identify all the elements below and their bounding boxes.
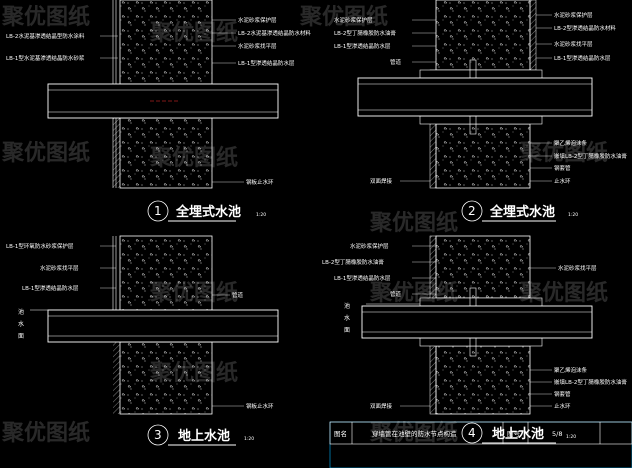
p1-label-bottom-right: 钢板止水环 [246, 178, 274, 186]
p4-number: 4 [468, 426, 476, 440]
p1-label-right-3: LB-1型渗透结晶防水层 [238, 59, 295, 67]
text-layer: LB-2水泥基渗透结晶型防水涂料 LB-1型水泥基渗透结晶防水砂浆 水泥砂浆保护… [1, 4, 627, 446]
watermark: 聚优图纸 [149, 280, 238, 306]
p2-label-left-2: LB-1型渗透结晶防水层 [334, 42, 391, 50]
watermark: 聚优图纸 [149, 20, 238, 46]
p4-label-lower-right-0: 聚乙烯泡沫条 [554, 366, 588, 374]
p1-label-right-1: LB-2水泥基渗透结晶防水材料 [238, 29, 311, 37]
p1-scale: 1:20 [256, 212, 266, 218]
p4-label-lower-right-2: 钢套管 [554, 390, 571, 398]
p2-label-lower-right-1: 嵌填LB-2型丁腈橡胶防水油膏 [554, 152, 627, 160]
p1-label-right-2: 水泥砂浆找平层 [238, 42, 277, 50]
panel-3 [30, 235, 279, 446]
title-block-name-value: 穿墙管在池壁的防水节点构造 [372, 429, 457, 438]
p2-label-right-0: 水泥砂浆保护层 [554, 11, 593, 19]
p2-label-lower-left: 双面焊接 [370, 177, 393, 185]
p4-label-left-3: 管道 [390, 290, 402, 298]
p4-label-left-2: LB-1型渗透结晶防水层 [334, 274, 391, 282]
p2-scale: 1:20 [568, 212, 578, 218]
p3-label-left-0: LB-1型环氧防水砂浆保护层 [6, 242, 74, 250]
p4-label-lower-right-3: 止水环 [554, 402, 571, 410]
p3-number: 3 [154, 428, 162, 442]
p2-label-right-3: LB-1型渗透结晶防水层 [554, 54, 611, 62]
title-block [329, 421, 632, 468]
p1-title: 全埋式水池 [175, 204, 241, 220]
title-block-sheet-value: 5/8 [552, 430, 562, 438]
panel-2 [357, 0, 593, 222]
p3-side-label-1: 水 [18, 320, 24, 328]
p2-number: 2 [468, 204, 476, 218]
p4-label-lower-left: 双面焊接 [370, 402, 393, 410]
title-block-sheet-label: 图号 [507, 430, 521, 438]
title-block-name-label: 图名 [334, 429, 347, 438]
watermark: 聚优图纸 [149, 145, 238, 171]
watermark: 聚优图纸 [149, 360, 238, 386]
p3-label-left-2: LB-1型渗透结晶防水层 [22, 284, 79, 292]
p4-scale: 1:20 [566, 434, 576, 440]
p3-scale: 1:20 [244, 436, 254, 442]
p4-label-lower-right-1: 嵌填LB-2型丁腈橡胶防水油膏 [554, 378, 627, 386]
p2-title: 全埋式水池 [489, 204, 555, 220]
p3-title: 地上水池 [178, 428, 230, 444]
p2-label-lower-right-0: 聚乙烯泡沫条 [554, 139, 588, 147]
panel-1 [47, 0, 279, 222]
p4-title: 地上水池 [492, 426, 544, 442]
watermark: 聚优图纸 [1, 4, 90, 30]
p3-label-left-1: 水泥砂浆找平层 [40, 264, 79, 272]
p1-label-right-0: 水泥砂浆保护层 [238, 16, 277, 24]
p3-side-label-0: 池 [18, 308, 24, 316]
p2-label-right-1: LB-2型渗透结晶防水材料 [554, 24, 616, 32]
p4-label-left-0: 水泥砂浆保护层 [350, 242, 389, 250]
p2-label-left-0: 水泥砂浆保护层 [334, 16, 373, 24]
p4-side-label-0: 池 [344, 302, 350, 310]
p3-label-right: 管道 [232, 291, 244, 299]
watermark: 聚优图纸 [369, 420, 458, 446]
watermark: 聚优图纸 [299, 4, 388, 30]
p3-side-label-2: 面 [18, 333, 24, 340]
p4-label-right: 水泥砂浆找平层 [558, 264, 597, 272]
p4-side-label-2: 面 [344, 327, 350, 334]
p3-label-bottom-right: 钢板止水环 [246, 402, 274, 410]
watermark: 聚优图纸 [369, 210, 458, 236]
p2-label-lower-right-2: 钢套管 [554, 164, 571, 172]
p1-number: 1 [154, 204, 162, 218]
watermark: 聚优图纸 [1, 420, 90, 446]
p2-label-lower-right-3: 止水环 [554, 177, 571, 185]
p2-label-left-3: 管道 [390, 58, 402, 66]
p1-label-left-1: LB-1型水泥基渗透结晶防水砂浆 [6, 54, 85, 62]
p1-label-left-0: LB-2水泥基渗透结晶型防水涂料 [6, 32, 85, 40]
p4-label-left-1: LB-2型丁腈橡胶防水油膏 [322, 258, 384, 266]
watermark: 聚优图纸 [1, 140, 90, 166]
p4-side-label-1: 水 [344, 314, 350, 322]
panel-4 [361, 235, 593, 444]
p2-label-right-2: 水泥砂浆找平层 [554, 40, 593, 48]
p2-label-left-1: LB-2型丁腈橡胶防水油膏 [334, 29, 396, 37]
watermark: 聚优图纸 [519, 280, 608, 306]
watermark: 聚优图纸 [369, 280, 458, 306]
watermark: 聚优图纸 [519, 140, 608, 166]
